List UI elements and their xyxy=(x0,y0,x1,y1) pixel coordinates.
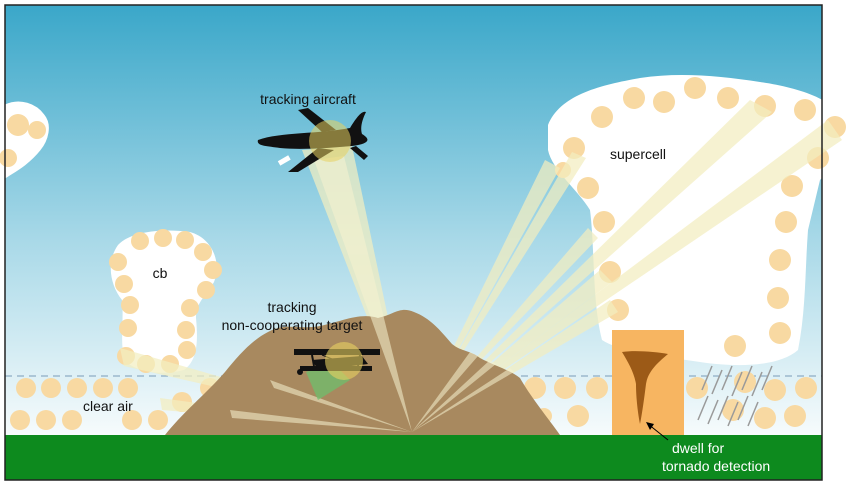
label-supercell: supercell xyxy=(610,146,666,162)
label-tracking-line1: tracking xyxy=(267,299,316,315)
tornado-dwell-region xyxy=(612,330,684,435)
label-cb: cb xyxy=(153,265,168,281)
label-dwell-line1: dwell for xyxy=(672,440,724,456)
label-tracking-aircraft: tracking aircraft xyxy=(260,91,356,107)
label-tracking-line2: non-cooperating target xyxy=(222,317,363,333)
label-clear-air: clear air xyxy=(83,398,133,414)
label-dwell-line2: tornado detection xyxy=(662,458,770,474)
